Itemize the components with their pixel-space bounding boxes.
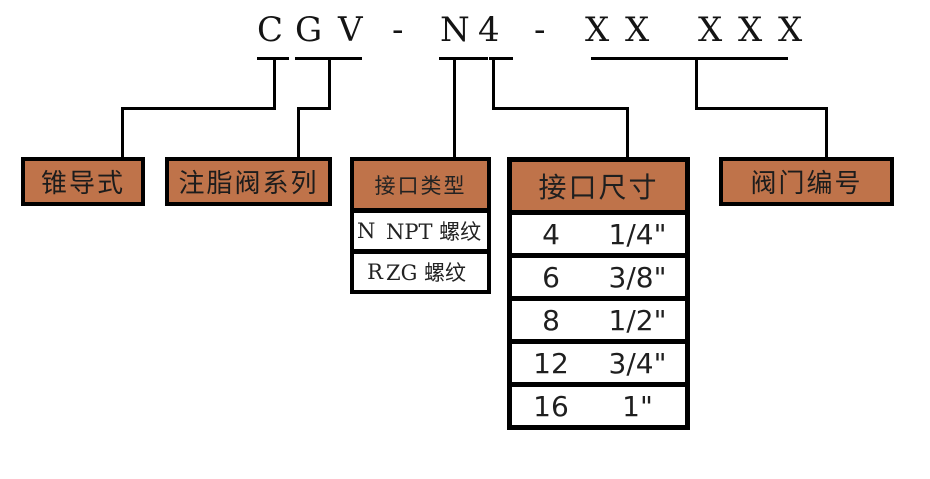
connector-c-to-box: [121, 107, 124, 159]
port-size-inch: 1": [622, 389, 653, 423]
port-size-code: 4: [542, 217, 560, 251]
code-dash-1: -: [392, 10, 404, 50]
label-box-cone-guided: 锥导式: [21, 157, 145, 206]
underline-gv: [295, 57, 362, 60]
table-row: 4 1/4": [512, 210, 685, 253]
underline-4: [489, 57, 513, 60]
connector-4-drop: [492, 59, 495, 110]
port-type-title: 接口类型: [374, 173, 467, 198]
code-segment-n: N: [440, 10, 470, 50]
port-size-code: 6: [542, 260, 560, 294]
port-size-inch: 1/2": [608, 303, 667, 337]
port-size-header: 接口尺寸: [512, 162, 685, 210]
table-row: 16 1": [512, 382, 685, 425]
port-size-inch: 1/4": [608, 217, 667, 251]
connector-gv-horiz: [297, 107, 331, 110]
table-row: 8 1/2": [512, 296, 685, 339]
connector-4-to-box: [626, 107, 629, 159]
port-type-desc: NPT 螺纹: [386, 220, 482, 244]
port-size-inch: 3/8": [608, 260, 667, 294]
code-segment-xxx: X X X: [698, 10, 803, 50]
label-grease-valve-series: 注脂阀系列: [178, 169, 319, 199]
connector-x-horiz: [695, 107, 828, 110]
port-size-inch: 3/4": [608, 346, 667, 380]
underline-n: [439, 57, 488, 60]
table-row: 6 3/8": [512, 253, 685, 296]
underline-xxxxx: [591, 57, 788, 60]
code-segment-4: 4: [478, 10, 500, 50]
connector-n-to-box: [453, 59, 456, 159]
table-row: 12 3/4": [512, 339, 685, 382]
connector-x-to-box: [825, 107, 828, 159]
port-type-header: 接口类型: [354, 161, 487, 208]
code-segment-c: C: [257, 10, 284, 50]
table-row: N NPT 螺纹: [354, 208, 487, 249]
port-type-code: R: [367, 260, 383, 284]
table-row: R ZG 螺纹: [354, 249, 487, 290]
port-size-title: 接口尺寸: [538, 171, 659, 204]
port-size-code: 16: [533, 389, 569, 423]
port-size-table: 接口尺寸 4 1/4" 6 3/8" 8 1/2" 12 3/4" 16 1": [507, 157, 690, 430]
port-type-desc: ZG 螺纹: [386, 261, 467, 285]
connector-gv-to-box: [297, 107, 300, 159]
connector-c-horiz: [121, 107, 276, 110]
label-box-valve-number: 阀门编号: [719, 157, 894, 206]
connector-4-horiz: [492, 107, 629, 110]
underline-c: [257, 57, 289, 60]
port-size-code: 8: [542, 303, 560, 337]
port-type-table: 接口类型 N NPT 螺纹 R ZG 螺纹: [350, 157, 491, 294]
label-box-grease-valve-series: 注脂阀系列: [165, 157, 332, 206]
code-dash-2: -: [534, 10, 546, 50]
code-segment-xx: X X: [585, 10, 650, 50]
connector-gv-drop: [328, 59, 331, 110]
connector-c-drop: [273, 59, 276, 110]
port-size-code: 12: [533, 346, 569, 380]
connector-x-drop: [695, 59, 698, 110]
label-valve-number: 阀门编号: [750, 169, 863, 199]
code-segment-gv: G V: [295, 10, 363, 50]
port-type-code: N: [357, 219, 376, 243]
label-cone-guided: 锥导式: [40, 169, 125, 199]
